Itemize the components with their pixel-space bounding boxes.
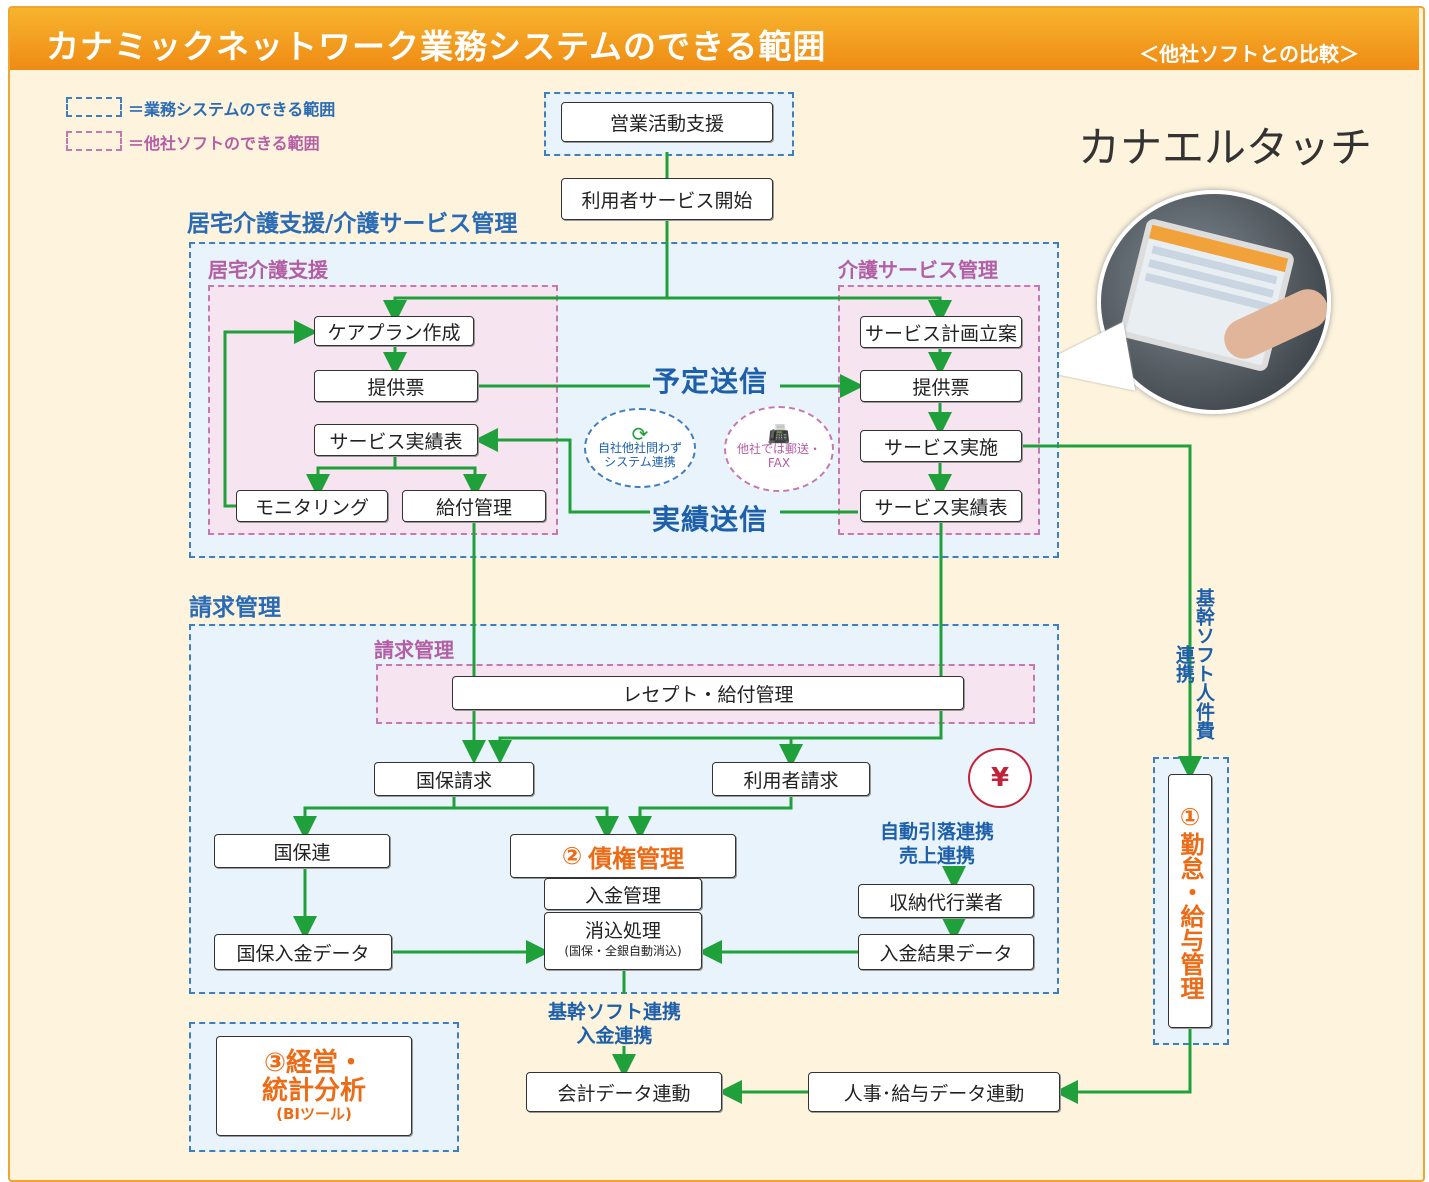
header-banner: カナミックネットワーク業務システムのできる範囲 ＜他社ソフトとの比較＞ bbox=[10, 8, 1419, 70]
node-saiken: ② 債権管理 bbox=[510, 834, 736, 878]
page-title: カナミックネットワーク業務システムのできる範囲 bbox=[46, 27, 827, 66]
label-jinken-link: 基幹ソフト人件費連携 bbox=[1173, 588, 1215, 740]
node-jisseki-left: サービス実績表 bbox=[314, 424, 478, 456]
section-title-kyotaku: 居宅介護支援/介護サービス管理 bbox=[187, 211, 518, 237]
legend-other-swatch bbox=[66, 131, 122, 151]
tablet-photo bbox=[1097, 190, 1331, 414]
node-bi: ③経営・ 統計分析 (BIツール) bbox=[216, 1036, 412, 1136]
label-jisseki-send: 実績送信 bbox=[652, 503, 769, 536]
node-jinji: 人事･給与データ連動 bbox=[808, 1072, 1060, 1112]
subtitle-service: 介護サービス管理 bbox=[838, 258, 998, 282]
label-yotei-send: 予定送信 bbox=[652, 365, 769, 398]
sync-icon: ⟳ bbox=[631, 422, 649, 446]
node-result-data: 入金結果データ bbox=[858, 934, 1034, 970]
bi-line3: (BIツール) bbox=[276, 1105, 352, 1123]
node-teikyo-right: 提供票 bbox=[860, 370, 1022, 402]
yen-icon: ¥ bbox=[968, 748, 1032, 808]
bi-line1: ③経営・ bbox=[264, 1049, 364, 1077]
bi-line2: 統計分析 bbox=[261, 1076, 366, 1106]
node-user-seikyu: 利用者請求 bbox=[712, 762, 870, 796]
bi-number: ③ bbox=[263, 1048, 286, 1078]
auto-link-line2: 売上連携 bbox=[899, 845, 976, 867]
node-keshikomi: 消込処理 (国保・全銀自動消込) bbox=[544, 912, 702, 970]
legend-own-swatch bbox=[66, 97, 122, 117]
saiken-number: ② bbox=[561, 842, 583, 870]
node-kokuho-seikyu: 国保請求 bbox=[374, 762, 534, 796]
bubble-own-line2: システム連携 bbox=[604, 455, 676, 469]
node-shuno: 収納代行業者 bbox=[858, 884, 1034, 918]
node-receipt: レセプト・給付管理 bbox=[452, 676, 964, 710]
node-kokuhoren: 国保連 bbox=[214, 834, 390, 868]
node-sales-support: 営業活動支援 bbox=[561, 102, 773, 142]
subtitle-seikyu: 請求管理 bbox=[374, 638, 454, 662]
node-nyukin: 入金管理 bbox=[544, 878, 702, 910]
bubble-other-line1: 他社では郵送・ bbox=[736, 442, 821, 456]
keshikomi-sub: (国保・全銀自動消込) bbox=[564, 944, 682, 958]
keshikomi-label: 消込処理 bbox=[584, 920, 661, 942]
kikan-link-line1: 基幹ソフト連携 bbox=[548, 1001, 682, 1023]
product-logo: カナエルタッチ bbox=[1078, 123, 1373, 172]
node-jisseki-right: サービス実績表 bbox=[860, 490, 1022, 522]
node-service-start: 利用者サービス開始 bbox=[561, 178, 773, 220]
node-kyufu: 給付管理 bbox=[402, 490, 546, 522]
node-jisshi: サービス実施 bbox=[860, 430, 1022, 462]
kintai-label: 勤怠・給与管理 bbox=[1176, 832, 1204, 1000]
bubble-other-line2: FAX bbox=[767, 456, 791, 470]
node-keikaku: サービス計画立案 bbox=[860, 316, 1022, 348]
bubble-own-system: ⟳ 自社他社問わず システム連携 bbox=[584, 408, 696, 488]
page-subtitle: ＜他社ソフトとの比較＞ bbox=[1139, 42, 1359, 66]
node-kintai: ① 勤怠・給与管理 bbox=[1168, 774, 1212, 1028]
kikan-link-label: 基幹ソフト連携 入金連携 bbox=[548, 1000, 681, 1048]
kintai-number: ① bbox=[1179, 803, 1201, 831]
kikan-link-line2: 入金連携 bbox=[576, 1025, 653, 1047]
saiken-label: 債権管理 bbox=[588, 844, 685, 873]
node-teikyo-left: 提供票 bbox=[314, 370, 478, 402]
section-title-seikyu: 請求管理 bbox=[189, 595, 281, 621]
node-careplan: ケアプラン作成 bbox=[314, 316, 474, 346]
legend-own-label: ＝業務システムのできる範囲 bbox=[128, 100, 336, 119]
subtitle-kyotaku: 居宅介護支援 bbox=[208, 258, 328, 282]
auto-link-line1: 自動引落連携 bbox=[880, 821, 995, 843]
bubble-own-line1: 自社他社問わず bbox=[597, 441, 682, 455]
node-monitoring: モニタリング bbox=[236, 490, 388, 522]
node-kaikei: 会計データ連動 bbox=[526, 1072, 722, 1112]
fax-icon: 📠 bbox=[767, 424, 791, 445]
bubble-other-system: 📠 他社では郵送・ FAX bbox=[724, 406, 834, 492]
bi-text1: 経営・ bbox=[286, 1048, 365, 1078]
node-kokuho-data: 国保入金データ bbox=[214, 934, 392, 970]
auto-link-label: 自動引落連携 売上連携 bbox=[880, 820, 994, 868]
legend-other-label: ＝他社ソフトのできる範囲 bbox=[128, 134, 320, 153]
